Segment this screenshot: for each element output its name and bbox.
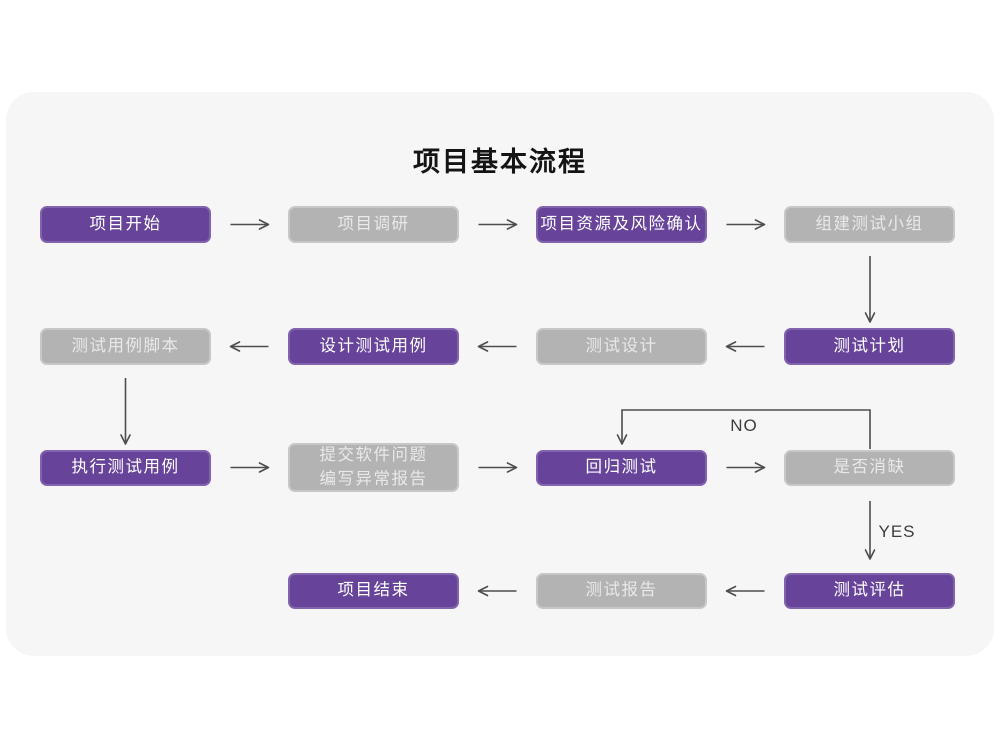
flow-node-execute-test-case: 执行测试用例 xyxy=(40,450,211,486)
flow-node-project-research: 项目调研 xyxy=(288,206,459,243)
edge-label-yes: YES xyxy=(878,522,916,541)
flow-node-test-evaluate: 测试评估 xyxy=(784,573,955,609)
diagram-title: 项目基本流程 xyxy=(413,147,587,177)
flow-node-defect-cleared: 是否消缺 xyxy=(784,450,955,486)
flow-node-resource-risk: 项目资源及风险确认 xyxy=(536,206,707,243)
flow-node-build-test-team: 组建测试小组 xyxy=(784,206,955,243)
flow-node-test-case-script: 测试用例脚本 xyxy=(40,328,211,365)
edge-label-no: NO xyxy=(730,416,758,435)
diagram-card-background xyxy=(6,92,994,656)
flow-node-test-report: 测试报告 xyxy=(536,573,707,609)
flow-node-test-plan: 测试计划 xyxy=(784,328,955,365)
flow-node-submit-problem: 提交软件问题 编写异常报告 xyxy=(288,443,459,492)
flow-node-project-end: 项目结束 xyxy=(288,573,459,609)
flow-node-regression-test: 回归测试 xyxy=(536,450,707,486)
flow-node-design-test-case: 设计测试用例 xyxy=(288,328,459,365)
flow-node-test-design: 测试设计 xyxy=(536,328,707,365)
flow-node-project-start: 项目开始 xyxy=(40,206,211,243)
